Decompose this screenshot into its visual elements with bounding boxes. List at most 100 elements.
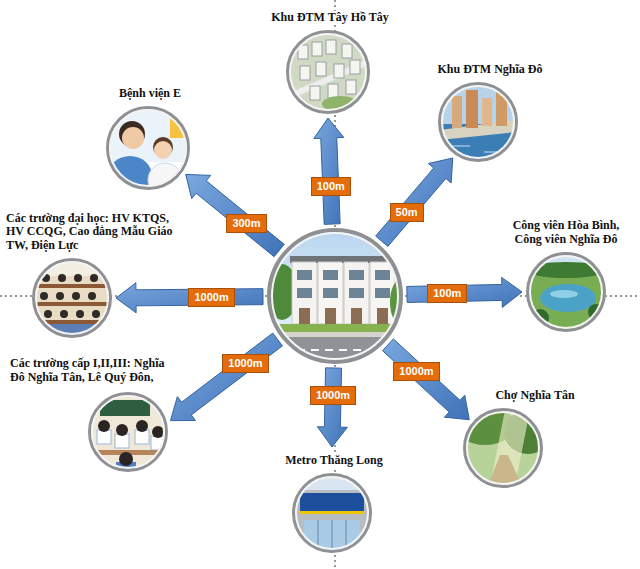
- inner-ring: [36, 262, 108, 334]
- sidewalk: [269, 332, 401, 337]
- lane-mark: [269, 349, 401, 351]
- door: [377, 308, 388, 324]
- outer-ring: [440, 84, 517, 161]
- student: [58, 274, 66, 282]
- distance-label: 50m: [390, 203, 424, 222]
- building: [350, 60, 360, 74]
- building: [328, 84, 338, 98]
- door-frame: [318, 520, 346, 551]
- hospital-photo: [108, 108, 188, 197]
- background: [34, 260, 110, 336]
- building: [316, 62, 326, 76]
- distance-label: 1000m: [310, 386, 356, 405]
- student: [90, 274, 98, 282]
- grass: [269, 324, 401, 332]
- place-name: Công viên Hòa Bình, Công viên Nghĩa Đô: [499, 219, 633, 246]
- window: [349, 288, 364, 298]
- outer-ring: [288, 32, 369, 113]
- student: [60, 310, 68, 318]
- place-circle: Các trường cấp I,II,III: Nghĩa Đô Nghĩa …: [88, 392, 168, 472]
- place-name: Các trường đại học: HV KTQS, HV CCQG, Ca…: [4, 212, 178, 252]
- distance-arrow: [383, 339, 470, 420]
- inner-ring: [467, 412, 539, 484]
- inner-ring: [296, 477, 368, 549]
- outer-ring: [34, 260, 111, 337]
- lake: [540, 284, 596, 312]
- urban-area-photo: [288, 32, 368, 112]
- window: [297, 270, 312, 280]
- place-name: Khu ĐTM Nghĩa Đô: [435, 63, 544, 76]
- window: [297, 288, 312, 298]
- inner-ring: [92, 396, 164, 468]
- sky: [294, 475, 370, 551]
- circle-outline: [106, 106, 190, 190]
- distance-arrow: [407, 277, 522, 307]
- circle-outline: [88, 392, 168, 472]
- building: [346, 80, 356, 94]
- body: [108, 156, 152, 196]
- distance-arrow: [116, 283, 263, 313]
- place-circle: Khu ĐTM Tây Hồ Tây: [286, 30, 370, 114]
- distance-label: 100m: [311, 177, 351, 196]
- pupil: [152, 426, 164, 438]
- place-circle: Các trường đại học: HV KTQS, HV CCQG, Ca…: [32, 258, 112, 338]
- inner-ring: [442, 86, 514, 158]
- door: [325, 308, 336, 324]
- place-circle: Khu ĐTM Nghĩa Đô: [438, 82, 518, 162]
- circle-outline: [286, 30, 370, 114]
- distance-label: 100m: [427, 284, 467, 303]
- body: [148, 163, 182, 197]
- background: [288, 32, 368, 112]
- desk: [34, 284, 110, 288]
- outer-ring: [465, 410, 542, 487]
- building: [310, 86, 320, 100]
- place-circle: Bệnh viện E: [106, 106, 190, 190]
- place-name: Metro Thăng Long: [283, 454, 385, 467]
- circle-outline: [292, 473, 372, 553]
- outer-ring: [294, 475, 371, 552]
- place-name: Khu ĐTM Tây Hồ Tây: [269, 11, 391, 24]
- distance-label: 1000m: [188, 288, 234, 307]
- park-photo: [526, 254, 606, 330]
- door: [299, 308, 310, 324]
- building: [334, 64, 344, 78]
- sign-stripe: [300, 511, 364, 514]
- distance-arrow: [376, 158, 453, 246]
- classroom-photo: [90, 394, 166, 472]
- distance-arrow: [186, 174, 285, 256]
- house: [344, 262, 369, 324]
- inner-ring: [530, 256, 602, 328]
- place-circle: Chợ Nghĩa Tân: [463, 408, 543, 488]
- townhouse-photo: [266, 230, 410, 363]
- background: [90, 394, 166, 470]
- face: [122, 127, 144, 149]
- window: [349, 270, 364, 280]
- tower: [452, 96, 462, 128]
- student: [76, 310, 84, 318]
- pupil-shirt: [135, 430, 149, 444]
- pupil: [98, 420, 110, 432]
- inner-ring: [272, 233, 398, 359]
- distance-label: 300m: [226, 214, 266, 233]
- inner-ring: [110, 110, 186, 186]
- circle-outline: [463, 408, 543, 488]
- window: [375, 270, 390, 280]
- door: [351, 308, 362, 324]
- outer-ring: [90, 394, 167, 471]
- place-circle: Công viên Hòa Bình, Công viên Nghĩa Đô: [526, 252, 606, 332]
- lakeside-towers-photo: [440, 84, 516, 160]
- market-photo: [455, 405, 552, 486]
- distance-label: 1000m: [222, 354, 268, 373]
- inner-ring: [290, 34, 366, 110]
- face: [154, 141, 172, 159]
- outer-ring: [269, 230, 401, 362]
- pupil: [119, 452, 133, 466]
- store-sign: [300, 493, 364, 511]
- building: [326, 40, 336, 54]
- tower: [466, 90, 478, 128]
- student: [40, 292, 48, 300]
- student: [92, 310, 100, 318]
- place-circle: Metro Thăng Long: [292, 473, 372, 553]
- window: [375, 288, 390, 298]
